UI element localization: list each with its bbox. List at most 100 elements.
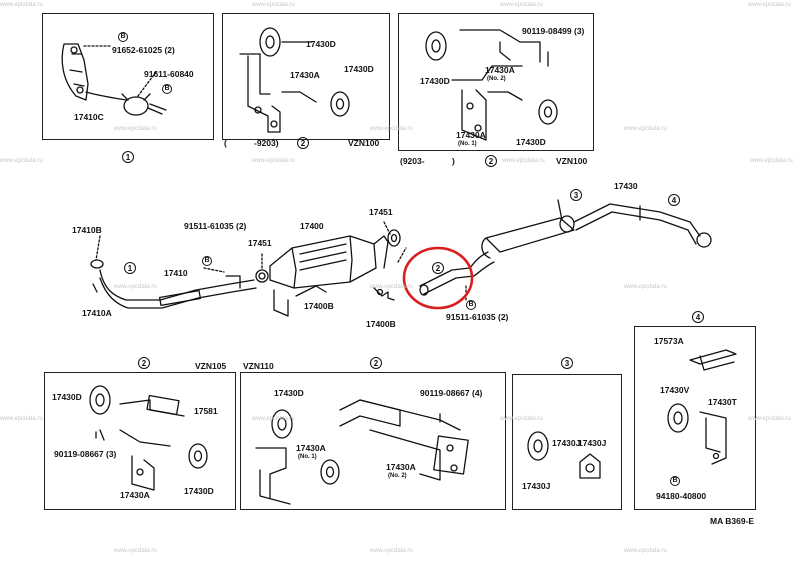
- part-label: 17400B: [304, 301, 334, 311]
- part-label: 90119-08667 (4): [420, 388, 483, 398]
- part-label: 17430A: [386, 462, 416, 472]
- bolt-marker: B: [162, 84, 172, 94]
- p1-bracket-art: [61, 43, 167, 116]
- part-label: 17451: [369, 207, 393, 217]
- part-label: 17410B: [72, 225, 102, 235]
- part-label: 17451: [248, 238, 272, 248]
- part-sublabel: (No. 2): [487, 76, 506, 82]
- part-label: 17430D: [306, 39, 336, 49]
- watermark: www.epcdata.ru: [750, 158, 793, 164]
- part-label: 17430: [614, 181, 638, 191]
- panel-4-frame: [634, 326, 756, 510]
- section-marker: 2: [138, 357, 150, 369]
- section-marker: 2: [485, 155, 497, 167]
- section-marker: 2: [297, 137, 309, 149]
- panel-2d-frame: [240, 372, 506, 510]
- part-label: 90119-08499 (3): [522, 26, 585, 36]
- watermark: www.epcdata.ru: [114, 548, 157, 554]
- panel-1-frame: [42, 13, 214, 140]
- gasket-art: [373, 229, 407, 301]
- part-label: 17573A: [654, 336, 684, 346]
- part-label: 17400B: [366, 319, 396, 329]
- model-label: VZN110: [243, 361, 274, 371]
- panel-2c-frame: [44, 372, 236, 510]
- p2b-hanger-art: [425, 29, 558, 141]
- part-sublabel: (No. 1): [458, 141, 477, 147]
- model-label: VZN100: [348, 138, 380, 148]
- p3-hanger-art: [527, 431, 601, 479]
- range-open: (: [224, 138, 227, 148]
- watermark: www.epcdata.ru: [114, 284, 157, 290]
- section-marker: 2: [370, 357, 382, 369]
- part-label: 91611-60840: [144, 69, 194, 79]
- part-sublabel: (No. 1): [298, 454, 317, 460]
- part-label: 17430A: [485, 65, 515, 75]
- section-marker: 3: [570, 189, 582, 201]
- watermark: www.epcdata.ru: [748, 416, 791, 422]
- part-label: 17430D: [184, 486, 214, 496]
- bolt-marker: B: [202, 256, 212, 266]
- watermark: www.epcdata.ru: [370, 284, 413, 290]
- part-sublabel: (No. 2): [388, 473, 407, 479]
- watermark: www.epcdata.ru: [370, 548, 413, 554]
- section-marker: 1: [122, 151, 134, 163]
- part-label: 17430A: [456, 130, 486, 140]
- part-label: 17430A: [120, 490, 150, 500]
- range-label: (9203-: [400, 156, 425, 166]
- bolt-marker: B: [466, 300, 476, 310]
- section-marker: 3: [561, 357, 573, 369]
- model-label: VZN100: [556, 156, 588, 166]
- front-pipe-art: [90, 259, 269, 309]
- bolt-marker: B: [118, 32, 128, 42]
- part-label: 17430D: [274, 388, 304, 398]
- part-label: 17430D: [344, 64, 374, 74]
- watermark: www.epcdata.ru: [0, 158, 43, 164]
- part-label: 17581: [194, 406, 218, 416]
- main-leaders: [95, 221, 467, 301]
- part-label: 91652-61025 (2): [112, 45, 175, 55]
- section-marker: 4: [668, 194, 680, 206]
- part-label: 17430D: [52, 392, 82, 402]
- range-label: -9203): [254, 138, 279, 148]
- watermark: www.epcdata.ru: [252, 416, 295, 422]
- part-label: 17430A: [296, 443, 326, 453]
- watermark: www.epcdata.ru: [0, 2, 43, 8]
- watermark: www.epcdata.ru: [500, 2, 543, 8]
- watermark: www.epcdata.ru: [252, 158, 295, 164]
- p2d-hanger-art: [255, 399, 469, 505]
- p4-hanger-art: [667, 349, 737, 465]
- p2c-hanger-art: [89, 385, 208, 491]
- panel-3-frame: [512, 374, 622, 510]
- part-label: 17400: [300, 221, 324, 231]
- diagram-code: MA B369-E: [710, 516, 755, 526]
- bolt-marker: B: [670, 476, 680, 486]
- part-label: 17430V: [660, 385, 690, 395]
- part-label: 91511-61035 (2): [446, 312, 509, 322]
- part-label: 17410A: [82, 308, 112, 318]
- watermark: www.epcdata.ru: [624, 548, 667, 554]
- range-close: ): [452, 156, 455, 166]
- watermark: www.epcdata.ru: [114, 126, 157, 132]
- watermark: www.epcdata.ru: [502, 158, 545, 164]
- panel-2b-frame: [398, 13, 594, 151]
- p2a-hanger-art: [239, 27, 350, 133]
- part-label: 17430J: [578, 438, 607, 448]
- muffler-art: [419, 199, 712, 296]
- section-marker: 2: [432, 262, 444, 274]
- part-label: 94180-40800: [656, 491, 707, 501]
- watermark: www.epcdata.ru: [252, 2, 295, 8]
- part-label: 17410C: [74, 112, 104, 122]
- part-label: 17410: [164, 268, 188, 278]
- watermark: www.epcdata.ru: [748, 2, 791, 8]
- watermark: www.epcdata.ru: [624, 126, 667, 132]
- section-marker: 4: [692, 311, 704, 323]
- watermark: www.epcdata.ru: [370, 126, 413, 132]
- part-label: 17430T: [708, 397, 737, 407]
- part-label: 17430A: [290, 70, 320, 80]
- watermark: www.epcdata.ru: [0, 416, 43, 422]
- watermark: www.epcdata.ru: [624, 284, 667, 290]
- part-label: 17430J: [522, 481, 551, 491]
- section-marker: 1: [124, 262, 136, 274]
